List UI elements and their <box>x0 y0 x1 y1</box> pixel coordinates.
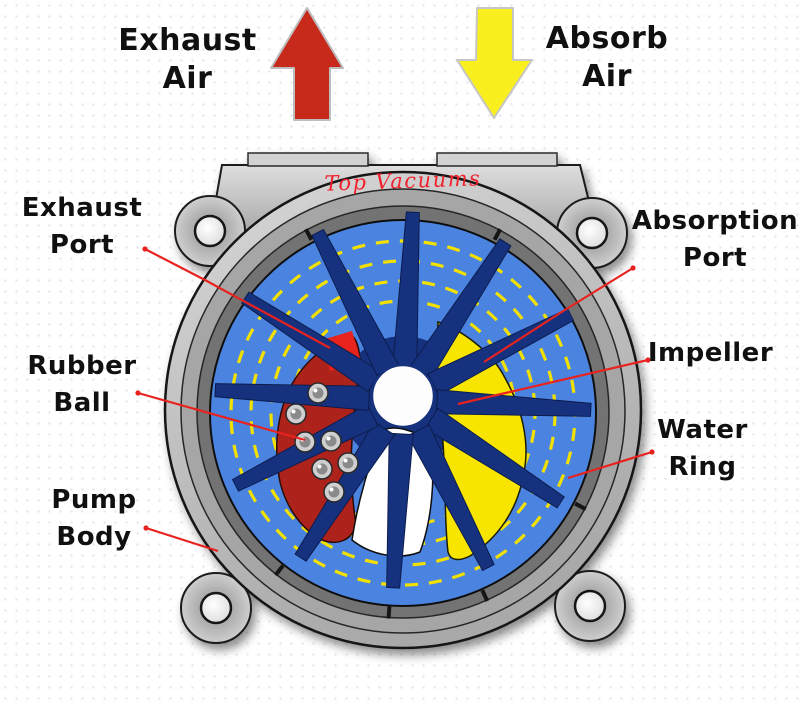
label-exhaust-air: Exhaust Air <box>105 22 270 98</box>
label-absorption-port-line2: Port <box>682 243 748 273</box>
label-rubber-ball-line1: Rubber <box>27 351 137 381</box>
shaft-hole <box>370 363 436 429</box>
absorb-down-arrow-icon <box>456 7 533 119</box>
label-absorb-air-line2: Air <box>582 59 632 94</box>
pump-body-group: Top Vacuums <box>163 152 643 650</box>
label-water-ring-line1: Water <box>657 415 748 445</box>
label-pump-body-line2: Body <box>56 522 132 552</box>
ring-tick-marks <box>273 228 587 619</box>
label-impeller: Impeller <box>643 335 778 372</box>
exhaust-up-arrow-icon <box>270 7 344 121</box>
label-rubber-ball: Rubber Ball <box>12 348 152 422</box>
label-pump-body: Pump Body <box>28 482 160 556</box>
absorption-port-leader <box>483 267 634 363</box>
label-absorption-port-line1: Absorption <box>631 206 799 236</box>
label-exhaust-air-line1: Exhaust <box>118 23 257 58</box>
label-exhaust-port-line1: Exhaust <box>21 193 143 223</box>
label-pump-body-line1: Pump <box>51 485 137 515</box>
pump-body-leader <box>145 526 219 553</box>
rubber-balls <box>285 382 359 503</box>
leader-lines <box>137 248 653 553</box>
exhaust-port-leader <box>144 248 331 349</box>
water-ring-leader <box>567 450 653 480</box>
label-rubber-ball-line2: Ball <box>53 388 111 418</box>
label-impeller-line1: Impeller <box>647 338 774 368</box>
brand-script-text: Top Vacuums <box>324 166 482 195</box>
label-exhaust-port-line2: Port <box>49 230 115 260</box>
label-absorb-air: Absorb Air <box>537 20 677 96</box>
label-water-ring-line2: Ring <box>668 452 737 482</box>
label-exhaust-air-line2: Air <box>162 61 213 96</box>
label-absorb-air-line1: Absorb <box>545 21 669 56</box>
leader-dots <box>135 246 655 531</box>
bolt-holes <box>193 214 609 625</box>
label-water-ring: Water Ring <box>640 412 765 486</box>
top-flange-right <box>436 152 558 167</box>
impeller-leader <box>457 358 649 406</box>
rubber-ball-leader <box>137 391 306 442</box>
label-absorption-port: Absorption Port <box>630 203 800 277</box>
label-exhaust-port: Exhaust Port <box>12 190 152 264</box>
top-flange-left <box>247 152 369 167</box>
